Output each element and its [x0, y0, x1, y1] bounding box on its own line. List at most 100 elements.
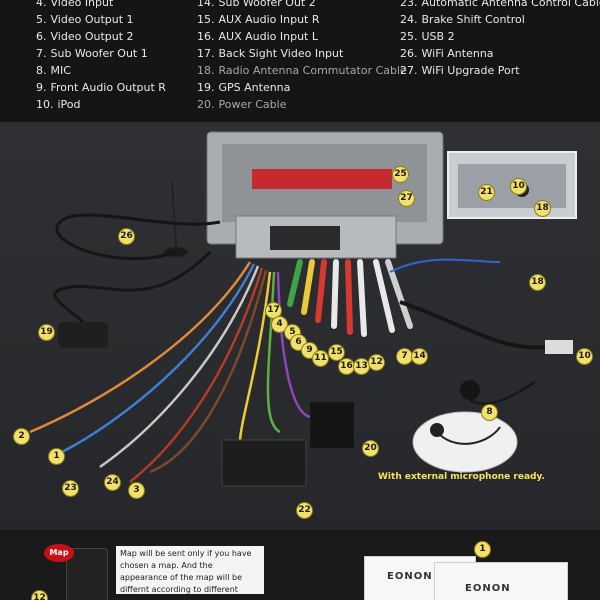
- callout-8: 8: [481, 404, 498, 421]
- legend-item-label: Back Sight Video Input: [218, 47, 344, 60]
- callout-2: 2: [13, 428, 30, 445]
- legend-item-label: Power Cable: [218, 98, 287, 111]
- map-notice: Map will be sent only if you have chosen…: [116, 546, 264, 600]
- callout-3: 3: [128, 482, 145, 499]
- main-harness-port: [270, 226, 340, 250]
- legend-item-label: Sub Woofer Out 1: [50, 47, 148, 60]
- microphone-caption: With external microphone ready.: [378, 472, 545, 482]
- legend-item: 7.Sub Woofer Out 1: [36, 45, 166, 62]
- legend-item: 4.Video Input: [36, 0, 166, 11]
- legend-item: 26.WiFi Antenna: [400, 45, 600, 62]
- callout-23: 23: [62, 480, 79, 497]
- callout-19: 19: [38, 324, 55, 341]
- legend-item: 18.Radio Antenna Commutator Cable: [197, 62, 407, 79]
- legend-item-number: 17.: [197, 47, 215, 60]
- callout-1: 1: [48, 448, 65, 465]
- legend-item: 14.Sub Woofer Out 2: [197, 0, 407, 11]
- callout-24: 24: [104, 474, 121, 491]
- callout-22: 22: [296, 502, 313, 519]
- legend-item-number: 16.: [197, 30, 215, 43]
- callout-21: 21: [478, 184, 495, 201]
- callout-14: 14: [411, 348, 428, 365]
- legend-item: 19.GPS Antenna: [197, 79, 407, 96]
- legend-item-label: Radio Antenna Commutator Cable: [218, 64, 407, 77]
- callout-27: 27: [398, 190, 415, 207]
- legend-item-label: iPod: [57, 98, 81, 111]
- legend-item: 5.Video Output 1: [36, 11, 166, 28]
- legend-item-number: 9.: [36, 81, 47, 94]
- gps-antenna: [58, 322, 108, 348]
- legend-item-number: 27.: [400, 64, 418, 77]
- microphone: [460, 380, 480, 400]
- legend-item-label: Automatic Antenna Control Cable: [421, 0, 600, 9]
- legend-item-number: 15.: [197, 13, 215, 26]
- legend-item: 23.Automatic Antenna Control Cable: [400, 0, 600, 11]
- legend-item-number: 23.: [400, 0, 418, 9]
- legend-item-number: 7.: [36, 47, 47, 60]
- legend-item-label: Video Input: [50, 0, 114, 9]
- callout-12-bottom: 12: [31, 590, 48, 600]
- legend-item-number: 19.: [197, 81, 215, 94]
- map-badge: Map: [44, 544, 74, 562]
- legend-item: 20.Power Cable: [197, 96, 407, 113]
- legend-item: 15.AUX Audio Input R: [197, 11, 407, 28]
- eonon-logo-2: EONON: [465, 583, 511, 594]
- legend-item-number: 14.: [197, 0, 215, 9]
- eonon-logo: EONON: [387, 571, 433, 582]
- power-connector: [310, 402, 354, 448]
- mic-bubble: [412, 411, 518, 473]
- legend-item-label: MIC: [50, 64, 71, 77]
- callout-26: 26: [118, 228, 135, 245]
- legend-item: 25.USB 2: [400, 28, 600, 45]
- legend-item-number: 5.: [36, 13, 47, 26]
- user-manual-2: EONON: [434, 562, 568, 600]
- legend-item-label: AUX Audio Input L: [218, 30, 318, 43]
- legend-item: 24.Brake Shift Control: [400, 11, 600, 28]
- legend-item-number: 8.: [36, 64, 47, 77]
- callout-10: 10: [576, 348, 593, 365]
- callout-12: 12: [368, 354, 385, 371]
- legend-item-label: Front Audio Output R: [50, 81, 166, 94]
- legend-item: 17.Back Sight Video Input: [197, 45, 407, 62]
- legend-item: 10.iPod: [36, 96, 166, 113]
- legend-item: 9.Front Audio Output R: [36, 79, 166, 96]
- legend-item-number: 25.: [400, 30, 418, 43]
- callout-10-inset: 10: [510, 178, 527, 195]
- legend-item-label: USB 2: [421, 30, 455, 43]
- callout-11: 11: [312, 350, 329, 367]
- legend-item-number: 4.: [36, 0, 47, 9]
- canbus-box: [221, 439, 307, 487]
- legend-item: 6.Video Output 2: [36, 28, 166, 45]
- ipod-connector: [545, 340, 573, 354]
- legend-item-number: 26.: [400, 47, 418, 60]
- legend-item-number: 10.: [36, 98, 54, 111]
- legend-item-label: Video Output 2: [50, 30, 134, 43]
- callout-15: 15: [328, 344, 345, 361]
- legend-item: 16.AUX Audio Input L: [197, 28, 407, 45]
- legend-item-label: Brake Shift Control: [421, 13, 525, 26]
- map-sd-card: [66, 548, 108, 600]
- callout-25: 25: [392, 166, 409, 183]
- legend-item-label: AUX Audio Input R: [218, 13, 320, 26]
- legend-item-label: Sub Woofer Out 2: [218, 0, 316, 9]
- legend-item: 27.WiFi Upgrade Port: [400, 62, 600, 79]
- legend-item-label: Video Output 1: [50, 13, 134, 26]
- warning-label: [252, 169, 392, 189]
- legend-item-label: WiFi Antenna: [421, 47, 494, 60]
- callout-18: 18: [529, 274, 546, 291]
- legend-item-number: 18.: [197, 64, 215, 77]
- legend-item-label: GPS Antenna: [218, 81, 291, 94]
- wiring-diagram-photo: 26 25 27 21 10 18 18 19 17 4 5 6 9 11 15…: [0, 122, 600, 530]
- callout-20: 20: [362, 440, 379, 457]
- legend-item-number: 6.: [36, 30, 47, 43]
- legend-item-number: 20.: [197, 98, 215, 111]
- legend-item: 8.MIC: [36, 62, 166, 79]
- callout-18-inset: 18: [534, 200, 551, 217]
- legend-item-number: 24.: [400, 13, 418, 26]
- legend-item-label: WiFi Upgrade Port: [421, 64, 520, 77]
